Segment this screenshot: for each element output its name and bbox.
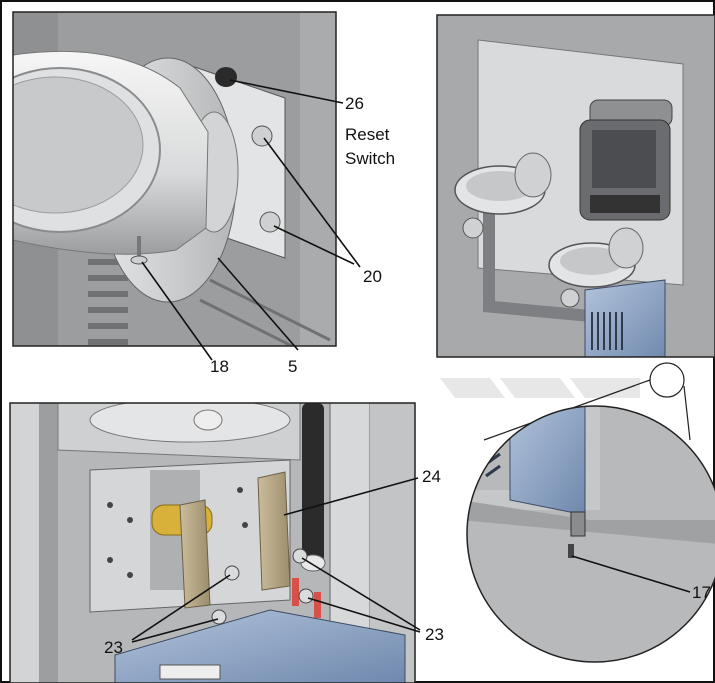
red-pin-right: [314, 592, 321, 618]
zoom-circle-border: [466, 405, 715, 663]
lower-pushbutton: [560, 288, 580, 308]
lower-bowl-basin: [560, 247, 624, 275]
callout-23-right-number: 23: [425, 625, 444, 644]
nut-23-left-upper: [224, 565, 240, 581]
zoom-detail: [467, 406, 715, 662]
callout-leaders-bottom-left: [131, 477, 421, 643]
plate-screws: [107, 487, 248, 578]
frame-base: [483, 300, 590, 322]
callout-26-caption-line2: Switch: [345, 149, 395, 168]
foot-bracket: [660, 372, 674, 382]
callout-5-number: 5: [288, 357, 297, 376]
red-pin-left: [292, 578, 299, 606]
upper-bowl-flange: [514, 152, 552, 198]
bottle-filler-grate: [590, 195, 660, 213]
panel-bottom-left-border: [9, 402, 416, 683]
callout-18-number: 18: [210, 357, 229, 376]
screw-20-lower: [259, 211, 281, 233]
bracket-left: [179, 499, 211, 609]
bolt-18-head: [130, 255, 148, 265]
detail-marker-circle: [649, 362, 685, 398]
callout-17-number: 17: [692, 583, 711, 602]
panel-top-left: [13, 12, 336, 346]
zoom-screw-17: [568, 544, 574, 558]
bracket-24: [257, 471, 291, 591]
panel-top-left-border: [12, 11, 337, 347]
nut-23-right-upper: [292, 548, 308, 564]
frame-post: [483, 210, 495, 310]
upper-pushbutton: [462, 217, 484, 239]
bolt-18-shaft: [137, 236, 141, 256]
callout-23-left-number: 23: [104, 638, 123, 657]
zoom-chiller-side: [509, 406, 586, 516]
reset-switch-button: [215, 67, 237, 87]
upper-pipe-stub: [193, 409, 223, 431]
chiller-vents: [591, 312, 623, 350]
callout-24-number: 24: [422, 467, 441, 486]
zoom-connector-right: [683, 385, 691, 441]
nut-23-left-lower: [211, 609, 227, 625]
background-ghost-shapes: [440, 378, 640, 398]
callout-26-caption-line1: Reset: [345, 125, 390, 144]
upper-fixture: [89, 403, 291, 443]
screw-20-upper: [251, 125, 273, 147]
callout-17-leader: [571, 555, 691, 593]
panel-right: [437, 15, 715, 382]
chiller-label: [159, 664, 221, 680]
panel-bottom-left: [10, 403, 415, 683]
callout-leaders-top-left: [141, 79, 361, 361]
lower-bowl-flange: [608, 227, 644, 269]
nut-23-right-lower: [298, 588, 314, 604]
panel-right-border: [436, 14, 715, 358]
bowl-basin-inner: [13, 76, 144, 214]
bottle-filler-screen: [592, 130, 656, 188]
callout-26-number: 26: [345, 94, 364, 113]
vent-slats: [88, 259, 331, 346]
callout-20-number: 20: [363, 267, 382, 286]
zoom-floor-edge: [467, 500, 715, 545]
black-pipe: [302, 403, 324, 563]
zoom-bracket: [570, 511, 586, 537]
